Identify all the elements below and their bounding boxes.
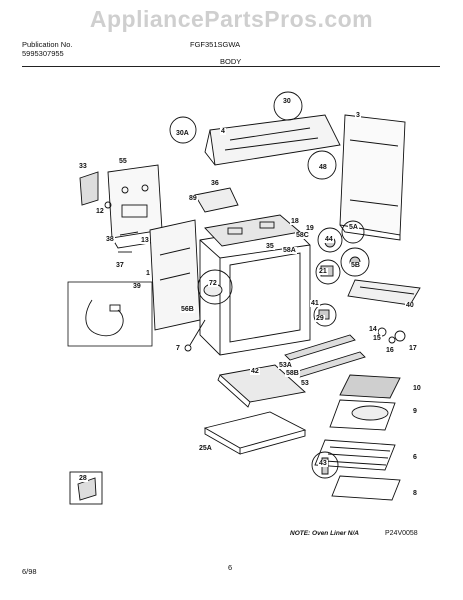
callout-3: 3 bbox=[355, 112, 361, 119]
page-number: 6 bbox=[228, 563, 233, 572]
footer-date: 6/98 bbox=[22, 567, 37, 576]
callout-5a: 5A bbox=[348, 224, 359, 231]
callout-30a: 30A bbox=[175, 130, 190, 137]
callout-4: 4 bbox=[220, 128, 226, 135]
storage-drawer bbox=[203, 411, 307, 455]
callout-42: 42 bbox=[250, 368, 260, 375]
callout-21: 21 bbox=[318, 268, 328, 275]
callout-1: 1 bbox=[145, 270, 151, 277]
callout-72: 72 bbox=[208, 280, 218, 287]
callout-41: 41 bbox=[310, 300, 320, 307]
burner-box bbox=[204, 214, 302, 247]
figure-id: P24V0058 bbox=[385, 530, 418, 537]
watermark: AppliancePartsPros.com bbox=[89, 6, 374, 32]
callout-25a: 25A bbox=[198, 445, 213, 452]
callout-30: 30 bbox=[282, 98, 292, 105]
callout-89: 89 bbox=[188, 195, 198, 202]
callout-35: 35 bbox=[265, 243, 275, 250]
oven-liner-note: NOTE: Oven Liner N/A bbox=[290, 530, 359, 537]
callout-55: 55 bbox=[118, 158, 128, 165]
callout-16: 16 bbox=[385, 347, 395, 354]
callout-33: 33 bbox=[78, 163, 88, 170]
callout-8: 8 bbox=[412, 490, 418, 497]
callout-53a: 53A bbox=[278, 362, 293, 369]
callout-40: 40 bbox=[405, 302, 415, 309]
section-title: BODY bbox=[220, 57, 242, 66]
callout-58c: 58C bbox=[295, 232, 310, 239]
power-cord-box bbox=[67, 281, 153, 347]
callout-58a: 58A bbox=[282, 247, 297, 254]
callout-18: 18 bbox=[290, 218, 300, 225]
oven-racks bbox=[314, 439, 401, 501]
callout-9: 9 bbox=[412, 408, 418, 415]
callout-36: 36 bbox=[210, 180, 220, 187]
callout-29: 29 bbox=[315, 315, 325, 322]
callout-48: 48 bbox=[318, 164, 328, 171]
callout-10: 10 bbox=[412, 385, 422, 392]
callout-53: 53 bbox=[300, 380, 310, 387]
small-parts bbox=[104, 201, 406, 352]
callout-6: 6 bbox=[412, 454, 418, 461]
bracket-89 bbox=[194, 187, 239, 213]
callout-56b: 56B bbox=[180, 306, 195, 313]
top-panel bbox=[204, 114, 341, 166]
callout-37: 37 bbox=[115, 262, 125, 269]
callout-19: 19 bbox=[305, 225, 315, 232]
callout-15: 15 bbox=[372, 335, 382, 342]
bracket-33 bbox=[79, 171, 99, 206]
callout-12: 12 bbox=[95, 208, 105, 215]
callout-43: 43 bbox=[318, 460, 328, 467]
model-number: FGF351SGWA bbox=[190, 40, 241, 49]
callout-38: 38 bbox=[105, 236, 115, 243]
callout-7: 7 bbox=[175, 345, 181, 352]
publication-label: Publication No. bbox=[22, 40, 73, 49]
callout-58b: 58B bbox=[285, 370, 300, 377]
callout-14: 14 bbox=[368, 326, 378, 333]
publication-number: 5995307955 bbox=[22, 49, 64, 58]
callout-44: 44 bbox=[324, 236, 334, 243]
legend-box-28 bbox=[69, 471, 103, 505]
rear-panel bbox=[339, 114, 406, 241]
side-panel bbox=[149, 219, 201, 331]
header-rule bbox=[22, 66, 440, 67]
callout-39: 39 bbox=[132, 283, 142, 290]
callout-17: 17 bbox=[408, 345, 418, 352]
broiler-pan bbox=[329, 374, 401, 431]
callout-5b: 5B bbox=[350, 262, 361, 269]
callout-13: 13 bbox=[140, 237, 150, 244]
callout-28: 28 bbox=[78, 475, 88, 482]
